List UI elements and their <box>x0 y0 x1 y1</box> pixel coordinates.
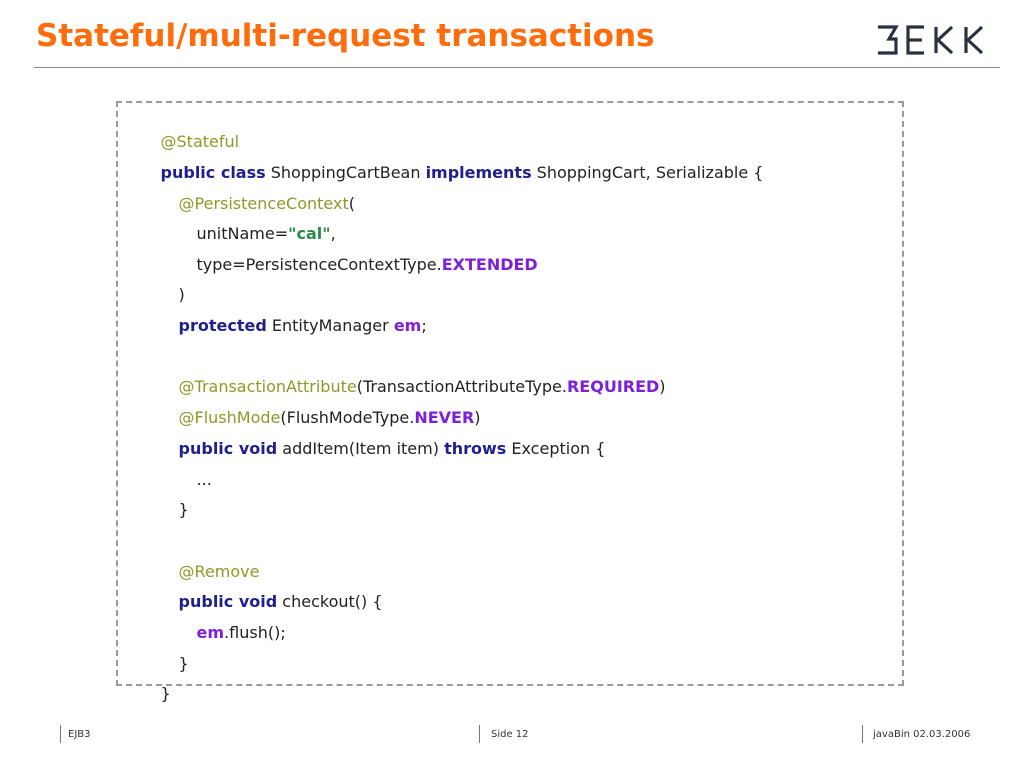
code-text: .flush(); <box>224 623 286 642</box>
code-text: unitName= <box>196 224 289 243</box>
code-line: type=PersistenceContextType.EXTENDED <box>166 232 538 274</box>
code-keyword: protected <box>178 316 267 335</box>
code-text: } <box>178 500 189 519</box>
code-keyword: public void <box>178 439 278 458</box>
code-constant: NEVER <box>414 408 475 427</box>
code-text: checkout() { <box>277 592 383 611</box>
code-annotation: @TransactionAttribute <box>178 377 357 396</box>
code-line: @Stateful <box>130 109 240 151</box>
code-text: } <box>160 684 171 703</box>
code-listing: @Stateful public class ShoppingCartBean … <box>116 101 904 703</box>
code-line: } <box>148 631 189 673</box>
code-line: } <box>130 661 171 703</box>
code-line: public void checkout() { <box>148 569 383 611</box>
code-text: Exception { <box>506 439 606 458</box>
footer-divider <box>479 725 480 743</box>
slide-title: Stateful/multi-request transactions <box>36 18 655 54</box>
code-field: em <box>196 623 225 642</box>
bekk-logo <box>878 25 984 55</box>
code-text: ) <box>178 285 185 304</box>
code-line: public void addItem(Item item) throws Ex… <box>148 416 606 458</box>
code-text: ShoppingCartBean <box>265 163 426 182</box>
code-annotation: @Remove <box>178 562 260 581</box>
code-string: "cal" <box>288 224 331 243</box>
footer-divider <box>60 725 61 743</box>
code-annotation: @PersistenceContext <box>178 194 349 213</box>
code-line: unitName="cal", <box>166 201 336 243</box>
code-text: ... <box>196 470 212 489</box>
code-text: } <box>178 654 189 673</box>
code-constant: EXTENDED <box>441 255 538 274</box>
code-keyword: throws <box>444 439 507 458</box>
code-annotation: @Stateful <box>160 132 240 151</box>
code-text: (TransactionAttributeType. <box>356 377 567 396</box>
code-line: @FlushMode(FlushModeType.NEVER) <box>148 385 481 427</box>
code-line: @TransactionAttribute(TransactionAttribu… <box>148 354 666 396</box>
code-keyword: public class <box>160 163 266 182</box>
code-line: ... <box>166 447 212 489</box>
code-line: public class ShoppingCartBean implements… <box>130 140 764 182</box>
code-line: protected EntityManager em; <box>148 293 427 335</box>
code-text: ShoppingCart, Serializable { <box>531 163 764 182</box>
code-line: @PersistenceContext( <box>148 171 355 213</box>
code-text: type=PersistenceContextType. <box>196 255 442 274</box>
code-text: addItem(Item item) <box>277 439 445 458</box>
code-line: } <box>148 477 189 519</box>
code-constant: REQUIRED <box>566 377 660 396</box>
code-text: ) <box>659 377 666 396</box>
code-text: EntityManager <box>266 316 394 335</box>
code-text: (FlushModeType. <box>280 408 415 427</box>
footer-page-number: Side 12 <box>491 729 529 740</box>
footer-divider <box>862 725 863 743</box>
code-line: @Remove <box>148 539 260 581</box>
code-keyword: public void <box>178 592 278 611</box>
code-keyword: implements <box>425 163 532 182</box>
code-text: ( <box>348 194 355 213</box>
footer-left: EJB3 <box>68 729 91 740</box>
footer-right: javaBin 02.03.2006 <box>873 729 971 740</box>
code-text: ) <box>474 408 481 427</box>
code-line: em.flush(); <box>166 600 286 642</box>
code-text: ; <box>421 316 427 335</box>
code-annotation: @FlushMode <box>178 408 281 427</box>
code-line: ) <box>148 262 185 304</box>
title-divider <box>34 67 1000 68</box>
code-field: em <box>393 316 422 335</box>
code-text: , <box>330 224 336 243</box>
